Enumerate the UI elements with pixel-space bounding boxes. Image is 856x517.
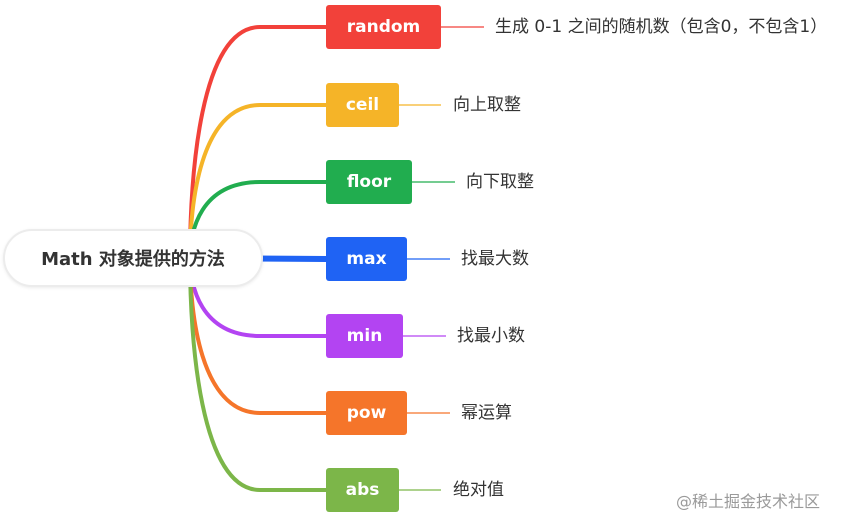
method-desc-abs[interactable]: 绝对值 <box>453 480 504 500</box>
method-node-pow[interactable]: pow <box>326 391 407 435</box>
method-desc-min[interactable]: 找最小数 <box>457 326 525 346</box>
method-node-random[interactable]: random <box>326 5 441 49</box>
method-label: pow <box>346 403 387 423</box>
method-label: random <box>346 17 421 37</box>
method-desc-floor[interactable]: 向下取整 <box>466 172 534 192</box>
watermark: @稀土掘金技术社区 <box>676 492 821 511</box>
method-node-min[interactable]: min <box>326 314 403 358</box>
root-node[interactable]: Math 对象提供的方法 <box>3 229 263 287</box>
method-desc-max[interactable]: 找最大数 <box>461 249 529 269</box>
method-label: min <box>346 326 383 346</box>
method-node-floor[interactable]: floor <box>326 160 412 204</box>
root-node-label: Math 对象提供的方法 <box>41 249 225 270</box>
method-node-max[interactable]: max <box>326 237 407 281</box>
method-node-abs[interactable]: abs <box>326 468 399 512</box>
method-node-ceil[interactable]: ceil <box>326 83 399 127</box>
method-label: ceil <box>345 95 380 115</box>
method-desc-random[interactable]: 生成 0-1 之间的随机数（包含0，不包含1） <box>495 17 828 37</box>
method-label: abs <box>345 480 380 500</box>
method-desc-pow[interactable]: 幂运算 <box>461 403 512 423</box>
method-label: floor <box>346 172 392 192</box>
connector-abs <box>188 256 328 492</box>
method-desc-ceil[interactable]: 向上取整 <box>453 95 521 115</box>
method-label: max <box>346 249 387 269</box>
